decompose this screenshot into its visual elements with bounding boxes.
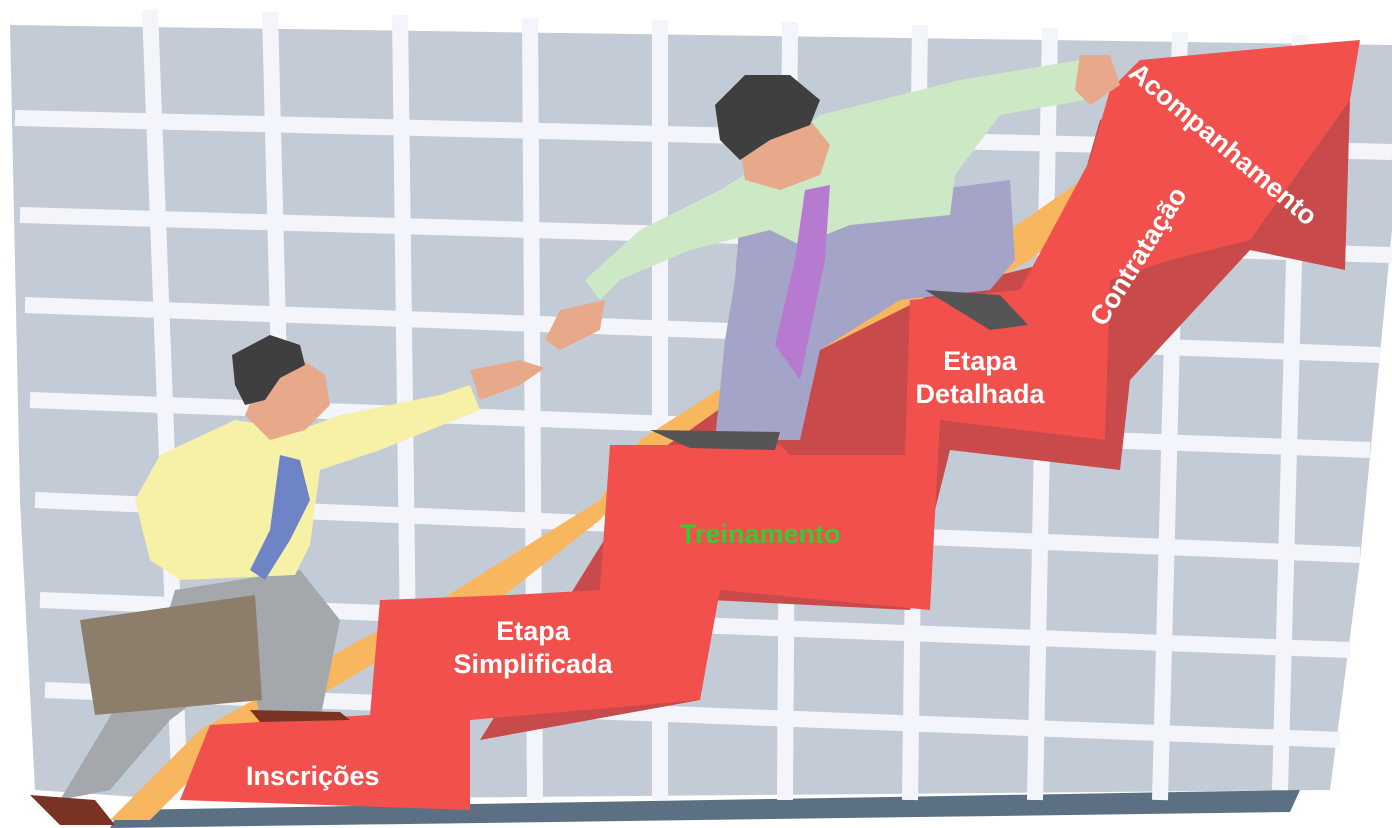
man-left-hair — [232, 335, 305, 405]
step-inscricoes: Inscrições — [246, 761, 380, 791]
man-right-hair — [715, 75, 820, 160]
man-right-figure — [545, 55, 1120, 450]
stair-front — [180, 40, 1360, 810]
man-left-tie — [250, 455, 310, 580]
man-right-shirt — [585, 60, 1100, 300]
briefcase — [80, 595, 262, 715]
step-etapa-simplificada: Etapa Simplificada — [438, 615, 628, 681]
step-detalhada-line1: Etapa — [943, 346, 1017, 376]
step-simplificada-line1: Etapa — [496, 616, 570, 646]
step-treinamento: Treinamento — [680, 519, 841, 549]
man-right-tie — [775, 185, 830, 380]
man-left-shoes — [30, 710, 350, 825]
step-detalhada-line2: Detalhada — [915, 379, 1045, 409]
man-left-shirt — [135, 385, 480, 580]
man-right-shoes — [650, 290, 1028, 450]
step-simplificada-line2: Simplificada — [453, 649, 613, 679]
man-right-legs — [715, 180, 1015, 440]
step-etapa-detalhada: Etapa Detalhada — [900, 345, 1060, 411]
man-left-figure — [30, 335, 545, 825]
man-left-hand — [470, 360, 545, 400]
man-left-face — [245, 358, 330, 440]
stair-shadow — [110, 790, 1300, 828]
